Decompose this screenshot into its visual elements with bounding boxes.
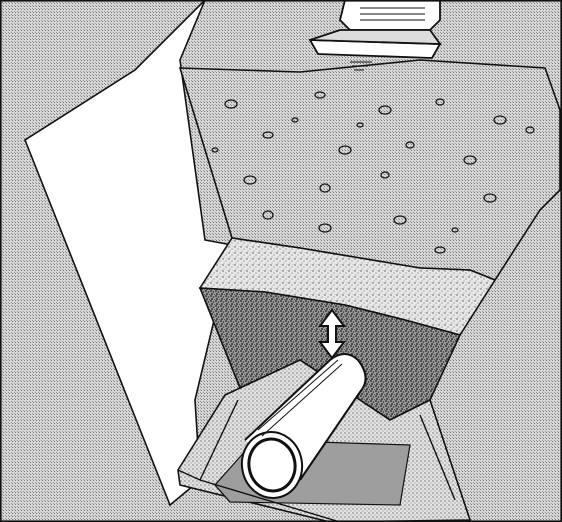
- trench-cross-section-illustration: [0, 0, 562, 522]
- illustration-svg: [0, 0, 562, 522]
